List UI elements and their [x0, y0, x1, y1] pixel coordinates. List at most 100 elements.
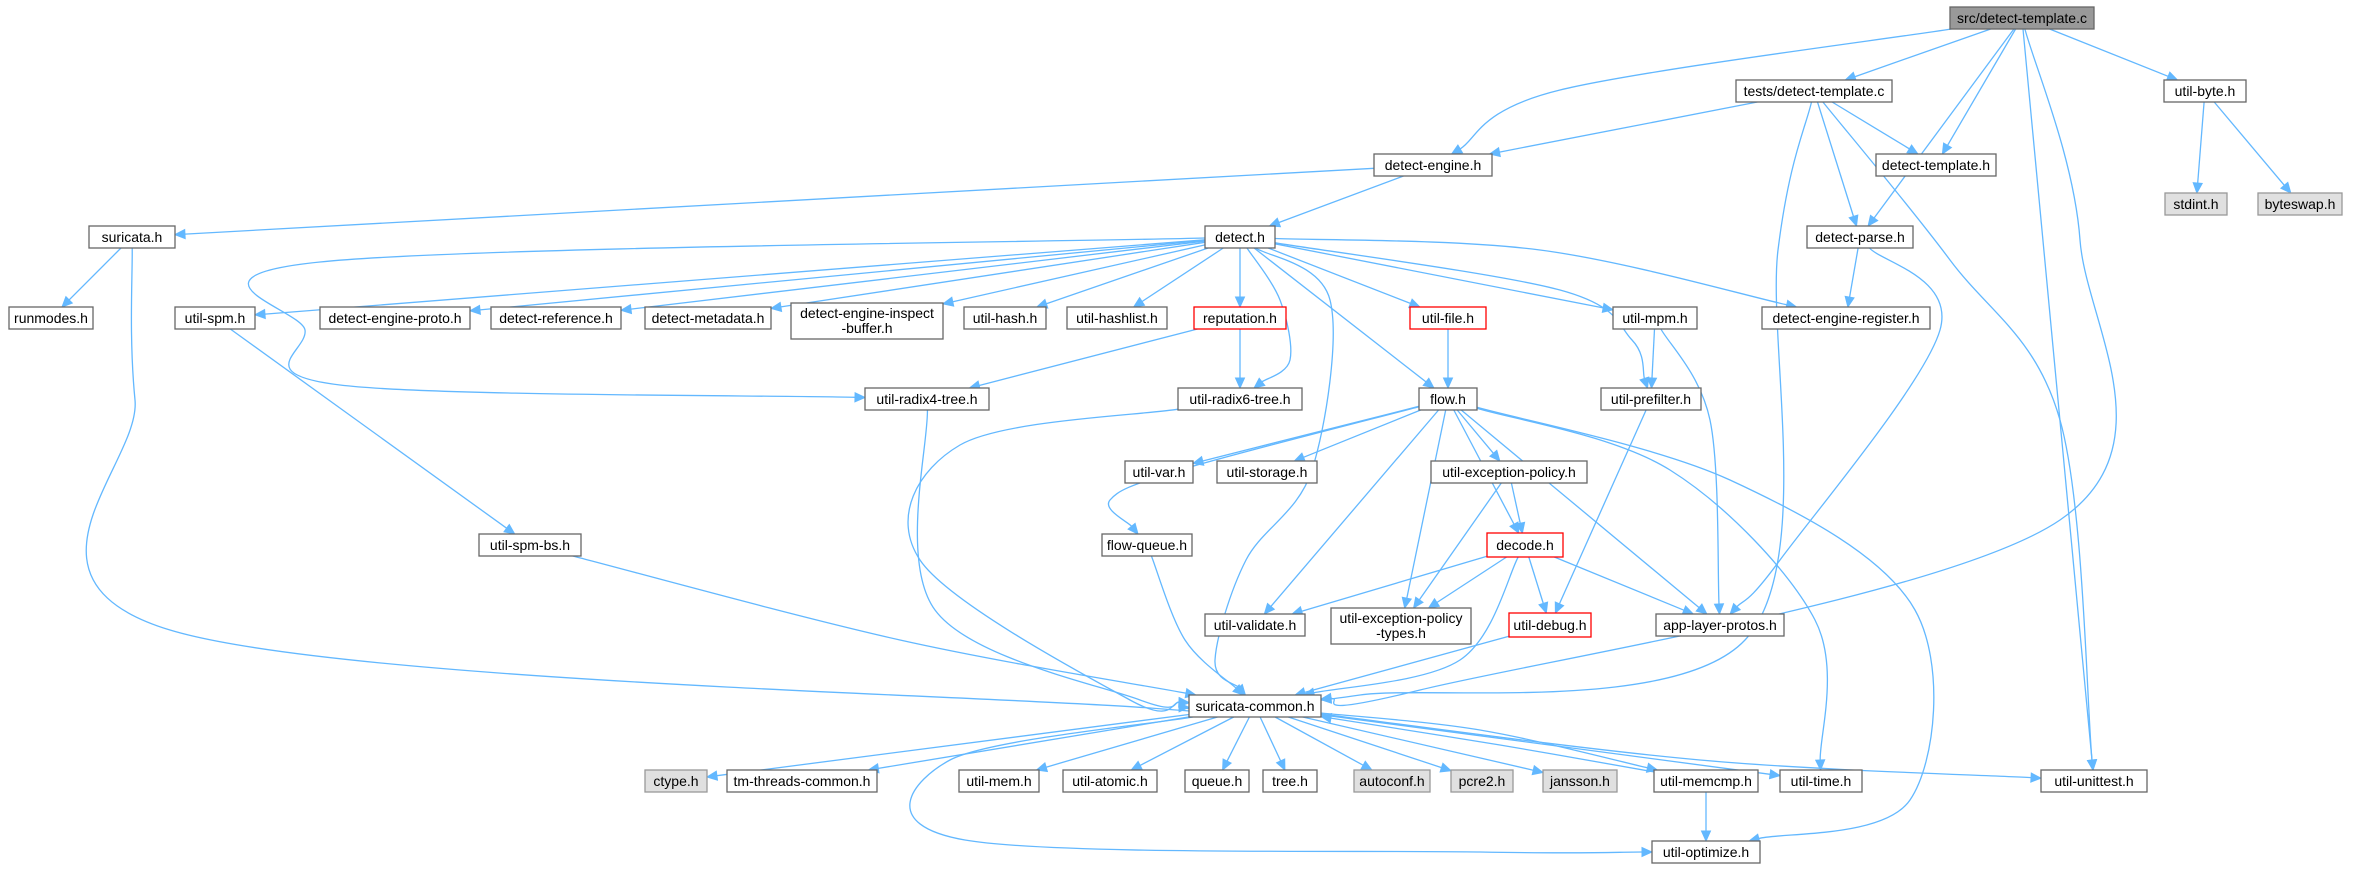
node-ctype_h[interactable]: ctype.h [644, 769, 708, 793]
node-util_var_h[interactable]: util-var.h [1124, 460, 1194, 484]
node-flow_h[interactable]: flow.h [1418, 387, 1478, 411]
node-util_debug_h[interactable]: util-debug.h [1508, 612, 1592, 638]
edge-flow_h-to-util_validate_h [1270, 409, 1440, 607]
node-detect_engine_proto_h[interactable]: detect-engine-proto.h [319, 306, 471, 330]
node-box [1600, 387, 1702, 411]
node-detect_h[interactable]: detect.h [1204, 225, 1276, 249]
node-detect_template_c[interactable]: src/detect-template.c [1949, 6, 2095, 30]
node-tree_h[interactable]: tree.h [1262, 769, 1318, 793]
node-label: decode.h [1496, 537, 1554, 553]
node-util_optimize_h[interactable]: util-optimize.h [1651, 840, 1761, 864]
node-detect_engine_inspect_buffer_h[interactable]: detect-engine-inspect-buffer.h [790, 302, 944, 340]
node-label: util-exception-policy.h [1442, 464, 1576, 480]
node-autoconf_h[interactable]: autoconf.h [1353, 769, 1431, 793]
node-box [2257, 192, 2343, 216]
node-box [1204, 613, 1306, 637]
node-flow_queue_h[interactable]: flow-queue.h [1101, 533, 1193, 557]
node-label: util-spm.h [185, 310, 246, 326]
node-util_file_h[interactable]: util-file.h [1409, 306, 1487, 330]
node-byteswap_h[interactable]: byteswap.h [2257, 192, 2343, 216]
edge-detect_h-to-util_mpm_h [1274, 243, 1604, 309]
edge-arrowhead [1538, 601, 1549, 615]
node-reputation_h[interactable]: reputation.h [1193, 306, 1287, 330]
node-util_unittest_h[interactable]: util-unittest.h [2040, 769, 2148, 793]
edge-util_radix4_tree_h-to-suricata_common_h [916, 409, 1180, 708]
node-detect_reference_h[interactable]: detect-reference.h [490, 306, 622, 330]
node-tests_detect_template_c[interactable]: tests/detect-template.c [1735, 79, 1893, 103]
node-suricata_common_h[interactable]: suricata-common.h [1188, 694, 1322, 718]
node-label: util-exception-policy-types.h [1340, 610, 1463, 641]
node-tm_threads_common_h[interactable]: tm-threads-common.h [726, 769, 878, 793]
edge-util_spm_bs_h-to-suricata_common_h [572, 555, 1187, 694]
node-detect_engine_register_h[interactable]: detect-engine-register.h [1761, 306, 1931, 330]
node-box [88, 225, 176, 249]
node-util_atomic_h[interactable]: util-atomic.h [1062, 769, 1158, 793]
edge-arrowhead [1035, 762, 1049, 773]
node-label: detect.h [1215, 229, 1265, 245]
node-util_spm_bs_h[interactable]: util-spm-bs.h [478, 533, 582, 557]
node-label: util-hashlist.h [1076, 310, 1158, 326]
node-detect_template_h[interactable]: detect-template.h [1875, 153, 1997, 177]
node-util_byte_h[interactable]: util-byte.h [2163, 79, 2247, 103]
node-label: detect-template.h [1882, 157, 1990, 173]
node-label: ctype.h [653, 773, 698, 789]
edge-detect_template_c-to-detect_parse_h [1873, 28, 2015, 219]
node-label: flow-queue.h [1107, 537, 1187, 553]
edge-arrowhead [2086, 759, 2098, 772]
edge-arrowhead [2165, 71, 2179, 82]
node-decode_h[interactable]: decode.h [1486, 532, 1564, 558]
edge-detect_h-to-detect_engine_inspect_buffer_h [952, 244, 1206, 303]
node-jansson_h[interactable]: jansson.h [1542, 769, 1618, 793]
edge-flow_h-to-util_optimize_h [1476, 406, 1935, 840]
edge-arrowhead [1132, 296, 1146, 308]
node-util_validate_h[interactable]: util-validate.h [1204, 613, 1306, 637]
node-suricata_h[interactable]: suricata.h [88, 225, 176, 249]
edge-arrowhead [1439, 762, 1453, 773]
edge-reputation_h-to-util_radix4_tree_h [979, 328, 1198, 387]
node-app_layer_protos_h[interactable]: app-layer-protos.h [1655, 613, 1785, 637]
edge-suricata_common_h-to-util_optimize_h [909, 716, 1643, 854]
node-pcre2_h[interactable]: pcre2.h [1450, 769, 1514, 793]
node-box [644, 306, 772, 330]
edge-decode_h-to-app_layer_protos_h [1554, 556, 1685, 611]
node-label: util-mpm.h [1622, 310, 1687, 326]
edge-arrowhead [1695, 603, 1708, 615]
edges-layer [61, 28, 2292, 858]
node-stdint_h[interactable]: stdint.h [2164, 192, 2228, 216]
node-util_hashlist_h[interactable]: util-hashlist.h [1066, 306, 1168, 330]
edge-arrowhead [1127, 522, 1139, 535]
node-util_prefilter_h[interactable]: util-prefilter.h [1600, 387, 1702, 411]
edge-detect_template_c-to-util_byte_h [2049, 28, 2169, 77]
node-detect_engine_h[interactable]: detect-engine.h [1373, 153, 1493, 177]
node-util_storage_h[interactable]: util-storage.h [1216, 460, 1318, 484]
edge-arrowhead [1867, 214, 1879, 227]
node-label: util-file.h [1422, 310, 1474, 326]
node-box [1062, 769, 1158, 793]
node-label: util-unittest.h [2054, 773, 2133, 789]
edge-arrowhead [468, 304, 481, 316]
node-box [1735, 79, 1893, 103]
node-util_exception_policy_types_h[interactable]: util-exception-policy-types.h [1330, 607, 1472, 645]
node-label: suricata.h [102, 229, 163, 245]
node-runmodes_h[interactable]: runmodes.h [8, 306, 94, 330]
edge-tests_detect_template_c-to-detect_parse_h [1816, 101, 1855, 217]
node-util_radix4_tree_h[interactable]: util-radix4-tree.h [864, 387, 990, 411]
node-util_time_h[interactable]: util-time.h [1779, 769, 1863, 793]
edge-arrowhead [1401, 596, 1413, 610]
node-util_spm_h[interactable]: util-spm.h [174, 306, 256, 330]
node-detect_metadata_h[interactable]: detect-metadata.h [644, 306, 772, 330]
edge-util_exception_policy_h-to-decode_h [1510, 482, 1521, 524]
node-util_mem_h[interactable]: util-mem.h [958, 769, 1040, 793]
node-label: flow.h [1430, 391, 1466, 407]
node-queue_h[interactable]: queue.h [1184, 769, 1250, 793]
node-util_hash_h[interactable]: util-hash.h [963, 306, 1047, 330]
node-detect_parse_h[interactable]: detect-parse.h [1806, 225, 1914, 249]
edge-arrowhead [1232, 683, 1245, 696]
edge-arrowhead [1906, 144, 1919, 155]
node-box [1508, 612, 1592, 638]
node-util_exception_policy_h[interactable]: util-exception-policy.h [1430, 460, 1588, 484]
edge-arrowhead [1848, 214, 1859, 228]
node-util_radix6_tree_h[interactable]: util-radix6-tree.h [1177, 387, 1303, 411]
node-util_memcmp_h[interactable]: util-memcmp.h [1653, 769, 1759, 793]
node-util_mpm_h[interactable]: util-mpm.h [1612, 306, 1698, 330]
